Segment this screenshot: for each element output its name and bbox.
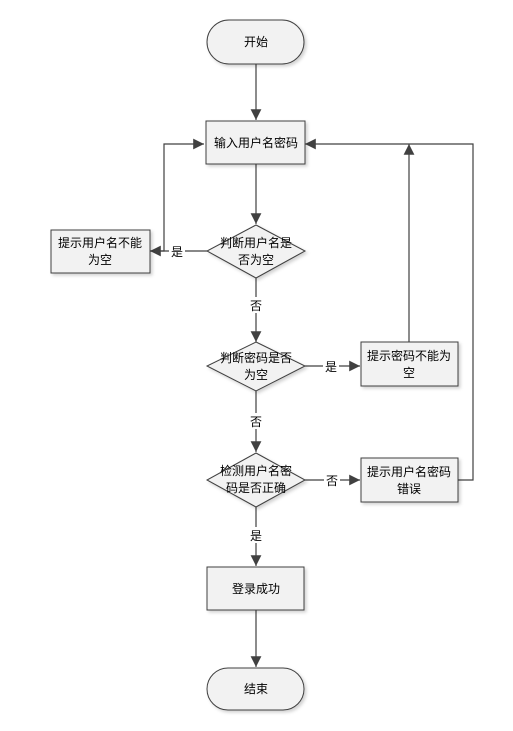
node-hint-user [50, 229, 151, 274]
label-pwd-yes: 是 [325, 360, 337, 374]
node-check-user-line1: 判断用户名是 [220, 235, 292, 250]
node-verify [205, 452, 307, 508]
node-hint-user-line2: 为空 [88, 253, 112, 267]
node-end [206, 667, 305, 711]
node-check-pwd-line2: 为空 [244, 368, 268, 382]
node-hint-err-line2: 错误 [397, 482, 421, 496]
label-pwd-no: 否 [250, 415, 262, 429]
node-start-label: 开始 [244, 35, 268, 49]
node-success-label: 登录成功 [232, 581, 280, 596]
node-hint-pwd [360, 341, 459, 387]
node-start [206, 19, 305, 65]
node-verify-line1: 检测用户名密 [220, 463, 292, 478]
label-user-yes: 是 [171, 245, 183, 259]
node-check-user [205, 224, 307, 279]
node-hint-user-line1: 提示用户名不能 [58, 235, 142, 250]
node-check-pwd [205, 341, 307, 392]
node-hint-pwd-line2: 空 [403, 366, 415, 380]
label-verify-no: 否 [326, 474, 338, 488]
node-success [206, 566, 305, 611]
node-verify-line2: 码是否正确 [226, 481, 286, 495]
node-check-user-line2: 否为空 [238, 253, 274, 267]
node-hint-err-line1: 提示用户名密码 [367, 464, 451, 479]
node-hint-err [360, 457, 459, 503]
node-hint-pwd-line1: 提示密码不能为 [367, 348, 451, 363]
node-input [205, 120, 306, 165]
label-verify-yes: 是 [250, 529, 262, 543]
edge-hinterr-input [305, 138, 474, 481]
label-user-no: 否 [250, 299, 262, 313]
node-input-label: 输入用户名密码 [214, 135, 298, 150]
node-check-pwd-line1: 判断密码是否 [220, 350, 292, 365]
edge-hintuser-input [150, 138, 204, 252]
node-end-label: 结束 [244, 682, 268, 696]
